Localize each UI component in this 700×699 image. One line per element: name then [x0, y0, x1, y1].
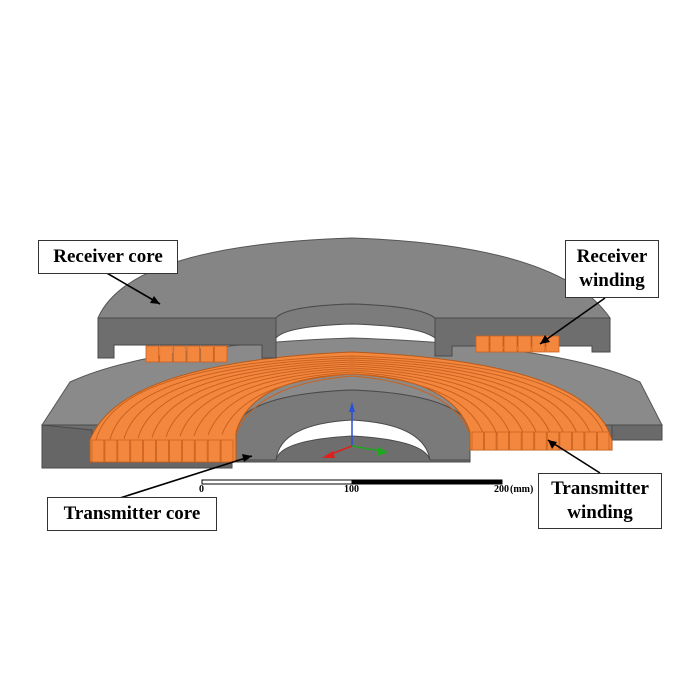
winding-turn-block	[597, 431, 610, 451]
winding-turn-block	[194, 439, 208, 463]
winding-turn	[165, 365, 539, 438]
scale-unit: (mm)	[510, 484, 534, 495]
winding-turn-block	[509, 431, 522, 451]
winding-turn	[193, 369, 512, 436]
winding-turn-block	[104, 439, 118, 463]
scale-bar-black-segment	[351, 479, 503, 485]
transmitter-winding-label-line2: winding	[567, 502, 633, 523]
winding-turn-block	[143, 439, 156, 463]
arrow-receiver-winding	[539, 297, 606, 345]
arrow-transmitter-winding	[547, 439, 601, 474]
winding-turn-block	[571, 431, 585, 451]
receiver-winding-left	[145, 345, 228, 363]
axes-triad	[322, 402, 388, 458]
receiver-winding-block	[517, 335, 532, 353]
scale-bar-white-segment	[201, 479, 353, 485]
receiver-winding-block	[213, 345, 228, 363]
winding-turn-block	[91, 439, 105, 463]
transmitter-core-label-text: Transmitter core	[63, 503, 201, 524]
winding-turn-block	[471, 431, 484, 451]
receiver-winding-label: Receiver winding	[565, 240, 659, 298]
receiver-winding-block	[531, 335, 546, 353]
transmitter-core-label: Transmitter core	[47, 497, 217, 531]
axis-z-arrow	[349, 402, 355, 412]
winding-turn-block	[181, 439, 195, 463]
winding-turn-block	[559, 431, 572, 451]
transmitter-winding-front-blocks-left	[91, 439, 234, 463]
receiver-core-label-text: Receiver core	[53, 246, 163, 267]
receiver-winding-label-line1: Receiver	[576, 246, 648, 267]
winding-turn	[123, 359, 580, 439]
transmitter-core-right-face	[611, 424, 663, 441]
scale-bar	[201, 479, 503, 485]
winding-turn	[207, 371, 498, 436]
winding-turn-block	[484, 431, 497, 451]
winding-turn-block	[156, 439, 169, 463]
arrow-transmitter-core	[119, 455, 253, 499]
receiver-core-front-face	[97, 317, 277, 359]
winding-turn-block	[534, 431, 547, 451]
winding-turn-block	[546, 431, 560, 451]
transmitter-winding-label: Transmitter winding	[538, 473, 662, 529]
leader-arrows	[104, 271, 606, 499]
winding-turn-block	[496, 431, 510, 451]
receiver-core-center-boss	[275, 303, 436, 340]
scale-tick-0: 0	[199, 484, 204, 495]
transmitter-winding-front-blocks-right	[471, 431, 610, 451]
receiver-winding-block	[489, 335, 504, 353]
winding-turn	[235, 375, 471, 435]
axis-x-arrow	[322, 451, 335, 458]
winding-turn	[179, 367, 525, 437]
receiver-winding-label-line2: winding	[579, 270, 645, 291]
winding-turn	[221, 373, 485, 435]
transmitter-winding-label-line1: Transmitter	[551, 478, 649, 499]
receiver-winding-block	[503, 335, 518, 353]
receiver-winding-block	[186, 345, 201, 363]
receiver-core	[97, 237, 611, 359]
winding-turn	[151, 363, 553, 438]
receiver-winding-block	[200, 345, 214, 363]
winding-turn-block	[169, 439, 182, 463]
winding-turn-block	[207, 439, 221, 463]
scale-tick-200: 200	[494, 484, 509, 495]
winding-turn-block	[220, 439, 234, 463]
receiver-winding-block	[475, 335, 490, 353]
winding-turn	[109, 357, 593, 440]
winding-turn	[137, 361, 566, 439]
arrow-receiver-core	[104, 271, 161, 305]
transmitter-core-inner-rim	[235, 389, 471, 461]
receiver-winding-block	[159, 345, 173, 363]
receiver-winding-block	[172, 345, 187, 363]
winding-turn	[95, 355, 607, 441]
winding-turn-block	[584, 431, 597, 451]
winding-turn-block	[117, 439, 131, 463]
receiver-winding-block	[145, 345, 160, 363]
axis-y-arrow	[378, 447, 388, 456]
scale-tick-100: 100	[344, 484, 359, 495]
winding-turn-block	[521, 431, 535, 451]
winding-turn-block	[130, 439, 144, 463]
receiver-core-label: Receiver core	[38, 240, 178, 274]
transmitter-winding-turns	[95, 355, 607, 441]
